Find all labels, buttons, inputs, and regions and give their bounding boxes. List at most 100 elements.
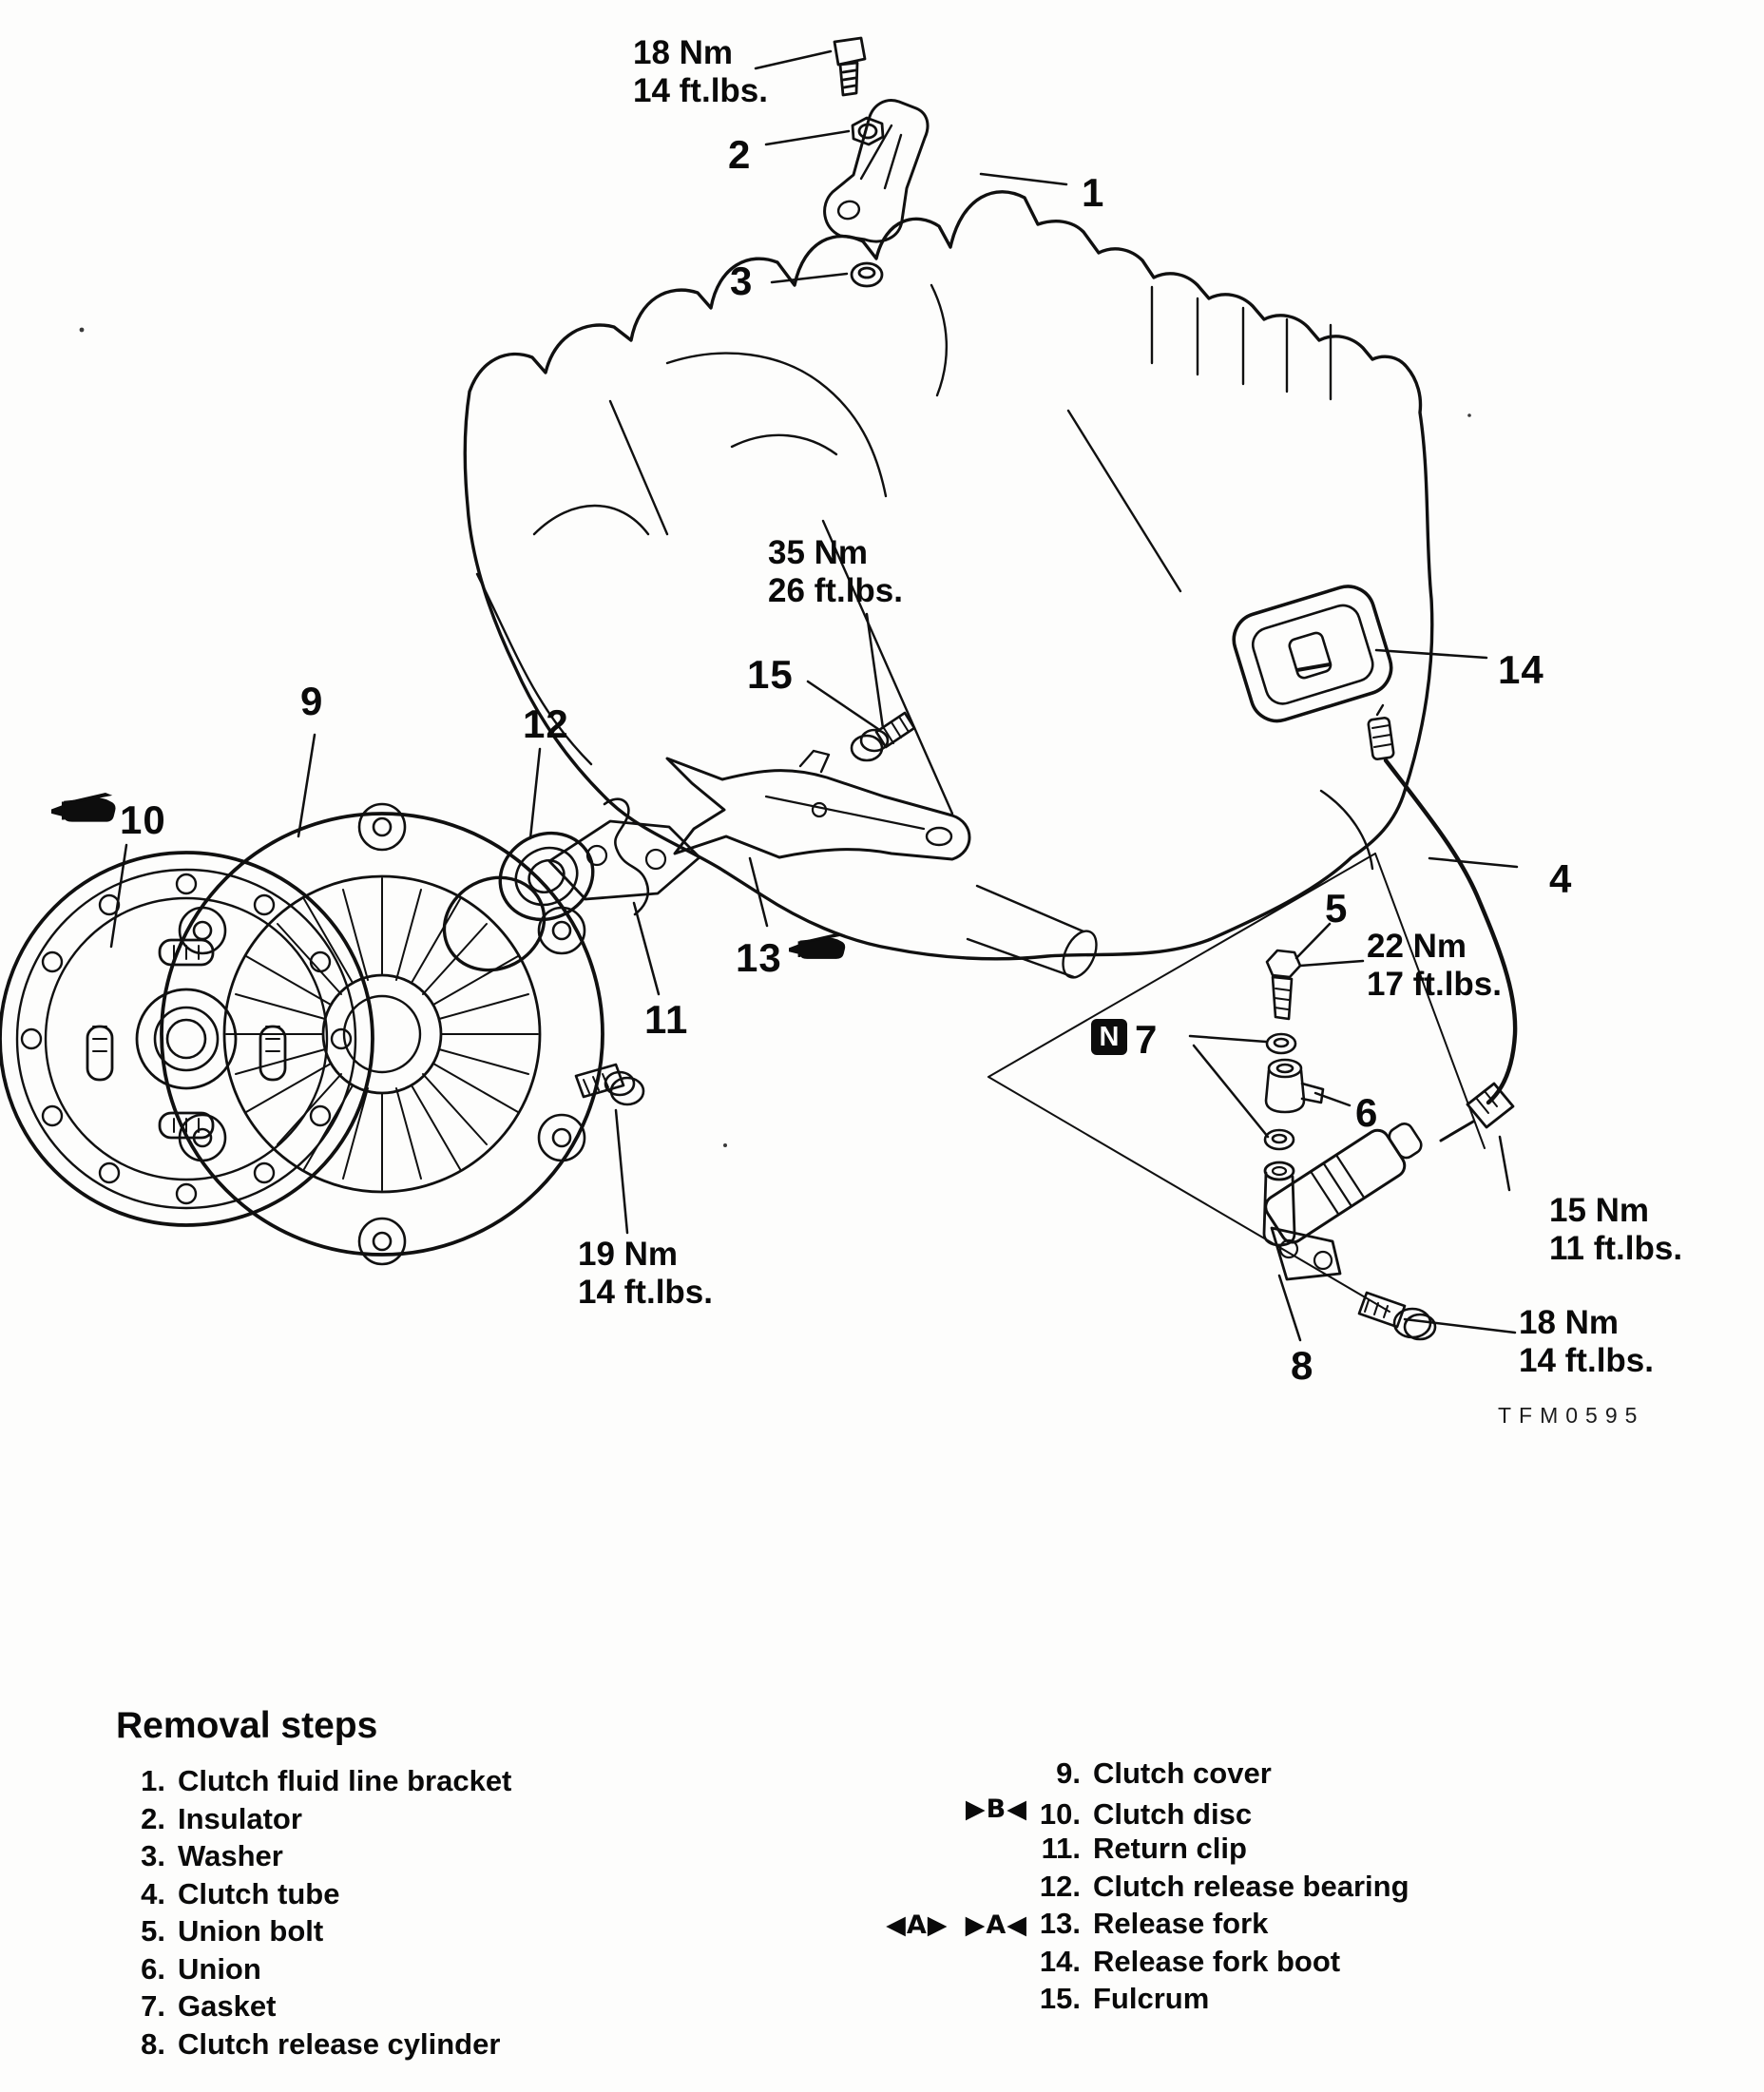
item-number: 14. (1039, 1944, 1081, 1978)
item-name: Union bolt (178, 1914, 324, 1948)
item-name: Union (178, 1951, 261, 1986)
item-name: Fulcrum (1093, 1982, 1210, 2015)
item-number: 15. (1039, 1982, 1081, 2015)
callout-7: 7 (1135, 1017, 1159, 1062)
callout-9: 9 (300, 679, 324, 723)
callout-3: 3 (730, 259, 754, 303)
torque-nm: 18 Nm (1519, 1304, 1620, 1341)
callout-10: 10 (120, 797, 166, 842)
reference-marker: ▶A◀ (965, 1910, 1027, 1940)
washer-part (850, 261, 884, 288)
removal-steps-left-column: 1.Clutch fluid line bracket 2.Insulator … (122, 1764, 730, 2064)
callout-14: 14 (1498, 647, 1544, 692)
callout-8: 8 (1291, 1343, 1314, 1388)
legend-item: 3. Washer (122, 1839, 730, 1877)
reference-markers: ▶B◀ (872, 1795, 1027, 1824)
item-name: Clutch tube (178, 1876, 340, 1910)
bracket-bolt (833, 36, 867, 97)
item-number: 10. (1039, 1796, 1081, 1831)
legend-item: 11. Return clip (872, 1832, 1556, 1870)
item-name: Clutch release cylinder (178, 2026, 501, 2061)
release-fork (665, 749, 971, 861)
insulator-nut (851, 116, 885, 146)
clutch-release-cylinder (1262, 1122, 1423, 1281)
clutch-tube (1367, 703, 1518, 1142)
item-number: 13. (1039, 1907, 1081, 1940)
release-fork-boot (1232, 585, 1393, 723)
torque-nm: 15 Nm (1549, 1192, 1650, 1229)
clutch-disc (0, 851, 374, 1227)
callout-5: 5 (1325, 886, 1349, 931)
legend-item: 5. Union bolt (122, 1914, 730, 1952)
non-reusable-icon: N (1091, 1019, 1127, 1055)
callout-6: 6 (1355, 1090, 1379, 1135)
clutch-fluid-line-bracket (823, 99, 930, 243)
torque-ftlbs: 17 ft.lbs. (1367, 966, 1502, 1003)
torque-nm: 22 Nm (1367, 928, 1467, 965)
legend-item: 6. Union (122, 1952, 730, 1990)
callout-2: 2 (728, 132, 752, 177)
item-name: Clutch disc (1093, 1796, 1253, 1831)
legend-item: 8. Clutch release cylinder (122, 2027, 730, 2065)
item-number: 7. (141, 1989, 165, 2023)
grease-icon (51, 793, 116, 822)
item-name: Return clip (1093, 1832, 1247, 1865)
gasket-lower (1263, 1128, 1295, 1151)
torque-nm: 19 Nm (578, 1236, 679, 1273)
item-name: Release fork (1093, 1907, 1269, 1940)
item-number: 6. (141, 1951, 165, 1986)
torque-union-bolt: 22 Nm 17 ft.lbs. (1367, 928, 1502, 1004)
torque-nm: 18 Nm (633, 34, 734, 71)
torque-ftlbs: 14 ft.lbs. (1519, 1342, 1654, 1379)
callout-12: 12 (523, 701, 569, 746)
item-name: Clutch cover (1093, 1756, 1272, 1790)
scan-specks (79, 327, 1471, 1147)
removal-steps-right-column: 9.Clutch cover ▶B◀ 10. Clutch disc 11. Ret… (872, 1756, 1556, 2020)
item-number: 5. (141, 1914, 165, 1948)
torque-nm: 35 Nm (768, 534, 869, 571)
cylinder-bolt (1357, 1291, 1437, 1341)
legend-item: 1.Clutch fluid line bracket (122, 1764, 730, 1802)
callout-15: 15 (747, 652, 794, 697)
gasket-upper (1265, 1032, 1297, 1055)
legend-item: 12.Clutch release bearing (872, 1870, 1556, 1908)
callout-13: 13 (736, 935, 782, 980)
torque-ftlbs: 14 ft.lbs. (633, 72, 768, 109)
callout-1: 1 (1082, 170, 1105, 215)
item-name: Insulator (178, 1801, 302, 1835)
torque-cover-bolt: 19 Nm 14 ft.lbs. (578, 1236, 713, 1312)
item-name: Washer (178, 1839, 283, 1872)
torque-fulcrum: 35 Nm 26 ft.lbs. (768, 534, 903, 610)
callout-4: 4 (1549, 856, 1573, 901)
item-name: Clutch release bearing (1093, 1869, 1409, 1903)
figure-code: TFM0595 (1498, 1403, 1645, 1428)
legend-item: ◀A▶ ▶A◀ 13. Release fork (872, 1907, 1556, 1945)
reference-marker: ▶B◀ (965, 1794, 1027, 1824)
leader-lines (109, 49, 1519, 1342)
item-number: 8. (141, 2026, 165, 2061)
reference-markers: ◀A▶ ▶A◀ (872, 1910, 1027, 1940)
union-part (1264, 1058, 1325, 1114)
torque-bracket-bolt: 18 Nm 14 ft.lbs. (633, 34, 768, 110)
clutch-cover (160, 802, 701, 1266)
torque-cylinder-bolt: 18 Nm 14 ft.lbs. (1519, 1304, 1654, 1380)
torque-tube-flare: 15 Nm 11 ft.lbs. (1549, 1192, 1682, 1268)
legend-item: 2. Insulator (122, 1802, 730, 1840)
item-number: 4. (141, 1876, 165, 1910)
legend-item: ▶B◀ 10. Clutch disc (872, 1795, 1556, 1833)
item-name: Release fork boot (1093, 1944, 1341, 1978)
torque-ftlbs: 26 ft.lbs. (768, 572, 903, 609)
callout-11: 11 (644, 997, 689, 1042)
torque-ftlbs: 11 ft.lbs. (1549, 1230, 1683, 1267)
legend-item: 14. Release fork boot (872, 1945, 1556, 1983)
fulcrum-bolt (850, 711, 916, 762)
reference-marker-outer: ◀A▶ (886, 1910, 949, 1940)
item-number: 1. (141, 1764, 165, 1797)
detail-frame (987, 853, 1486, 1313)
legend-item: 9.Clutch cover (872, 1756, 1556, 1795)
item-number: 11. (1041, 1832, 1081, 1865)
item-number: 3. (141, 1839, 165, 1872)
item-number: 2. (141, 1801, 165, 1835)
